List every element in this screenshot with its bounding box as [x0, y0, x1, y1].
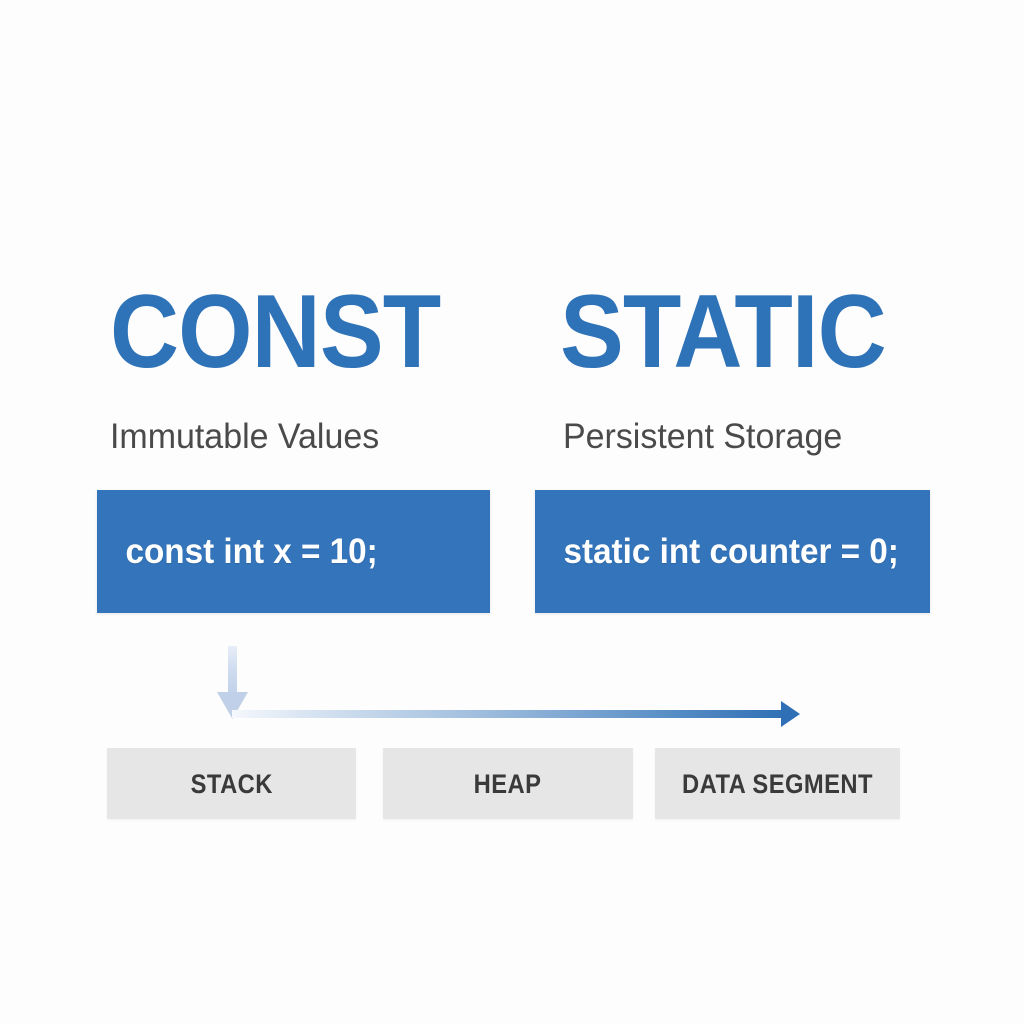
const-subtitle: Immutable Values [110, 417, 380, 456]
static-to-data-segment-arrow [232, 701, 800, 727]
const-code-box: const int x = 10; [97, 490, 490, 613]
static-code-box: static int counter = 0; [535, 490, 930, 613]
const-title: CONST [110, 274, 441, 390]
memory-segment-data: DATA SEGMENT [655, 748, 900, 819]
memory-segment-stack: STACK [107, 748, 356, 819]
static-subtitle: Persistent Storage [563, 417, 843, 456]
memory-segment-heap-label: HEAP [474, 768, 542, 799]
memory-segment-stack-label: STACK [190, 768, 273, 799]
memory-segment-heap: HEAP [383, 748, 633, 819]
const-code-text: const int x = 10; [125, 531, 378, 571]
const-to-stack-arrow [217, 646, 248, 719]
memory-segment-data-label: DATA SEGMENT [682, 768, 873, 799]
static-code-text: static int counter = 0; [563, 531, 899, 571]
static-title: STATIC [560, 274, 887, 390]
